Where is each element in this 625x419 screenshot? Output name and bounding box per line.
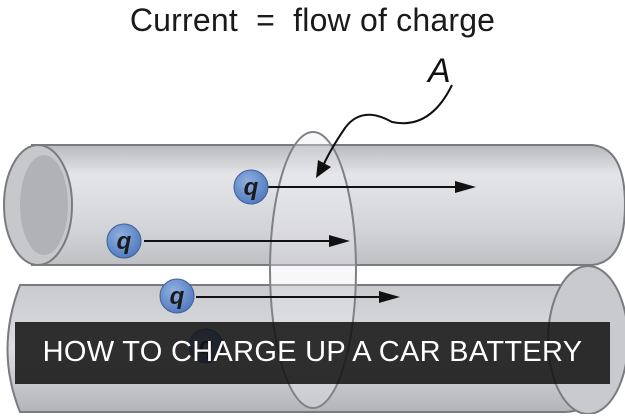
- charge-circle: [233, 169, 269, 205]
- charge-label: q: [170, 283, 185, 310]
- charge-circle: [106, 223, 142, 259]
- area-label: A: [428, 52, 451, 90]
- pipe-left-inner: [20, 155, 68, 255]
- flow-arrowhead-2: [329, 235, 350, 247]
- charge-circle: [159, 278, 195, 314]
- area-pointer-line: [321, 84, 453, 169]
- area-pointer-arrowhead: [316, 160, 331, 178]
- flow-arrowhead-1: [455, 181, 476, 193]
- charge-label: q: [244, 174, 259, 201]
- charge-3: q: [159, 278, 195, 314]
- caption-text: HOW TO CHARGE UP A CAR BATTERY: [42, 336, 583, 368]
- caption-bar: HOW TO CHARGE UP A CAR BATTERY: [15, 322, 610, 384]
- charge-label: q: [117, 228, 132, 255]
- charge-1: q: [233, 169, 269, 205]
- diagram-title: Current = flow of charge: [129, 2, 496, 38]
- charge-2: q: [106, 223, 142, 259]
- flow-arrows: [144, 181, 476, 303]
- flow-arrowhead-3: [379, 291, 400, 303]
